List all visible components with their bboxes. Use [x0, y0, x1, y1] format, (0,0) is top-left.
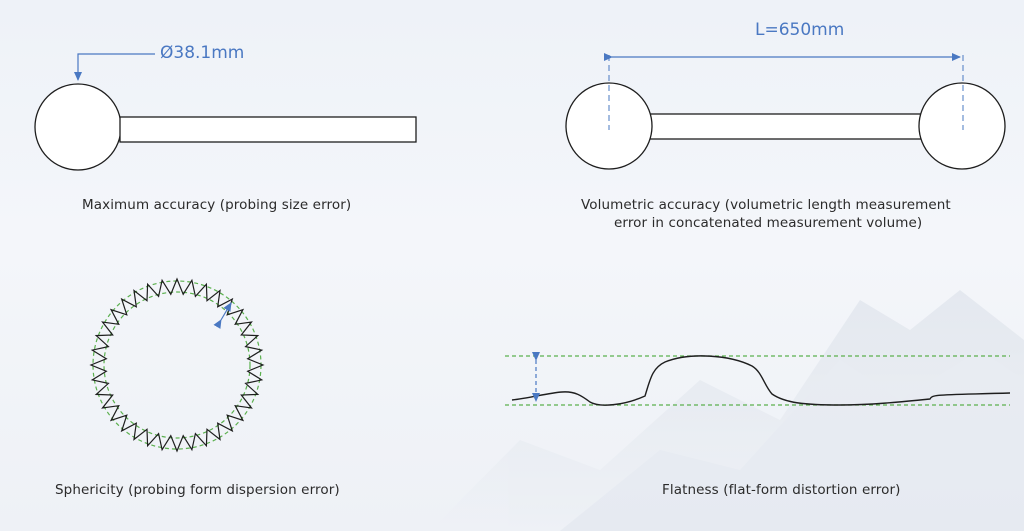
inner-tolerance-circle — [103, 291, 251, 439]
sphericity-figure — [89, 277, 265, 453]
caption-volumetric-line2: error in concatenated measurement volume… — [614, 215, 923, 231]
ball-bar-double — [565, 53, 1006, 170]
connecting-bar — [649, 113, 923, 140]
measured-profile — [89, 277, 265, 453]
surface-profile — [511, 355, 1011, 406]
mountain-backdrop — [430, 290, 1024, 531]
radial-dimension — [213, 302, 232, 329]
caption-max-accuracy: Maximum accuracy (probing size error) — [82, 197, 352, 213]
probe-sphere — [34, 83, 122, 171]
outer-tolerance-circle — [92, 280, 262, 450]
ball-bar-single — [34, 83, 417, 171]
stylus-bar — [119, 116, 417, 143]
caption-volumetric-line1: Volumetric accuracy (volumetric length m… — [581, 197, 951, 213]
right-sphere — [918, 82, 1006, 170]
diameter-dimension — [74, 53, 155, 81]
length-label: L=650mm — [755, 20, 845, 40]
caption-sphericity: Sphericity (probing form dispersion erro… — [55, 482, 340, 498]
flatness-figure — [505, 352, 1011, 406]
caption-flatness: Flatness (flat-form distortion error) — [662, 482, 901, 498]
diameter-label: Ø38.1mm — [160, 43, 245, 63]
